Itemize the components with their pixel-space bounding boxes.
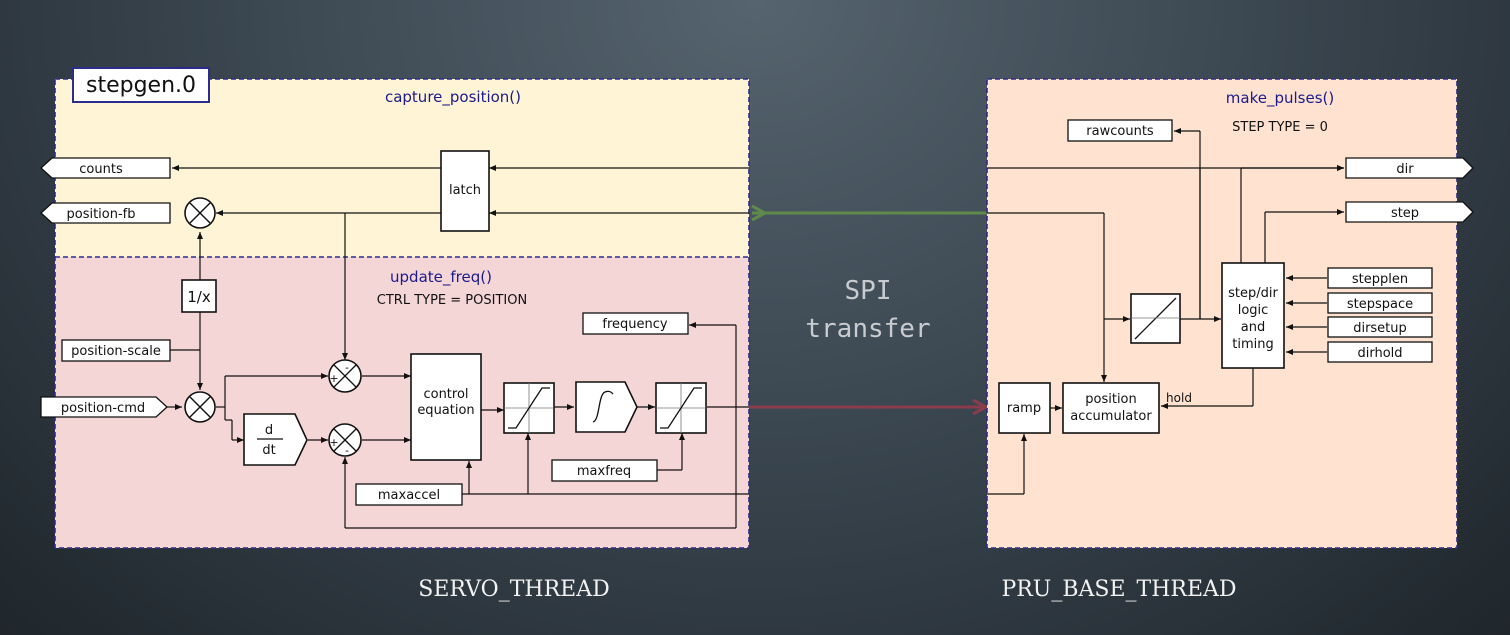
inverse-block bbox=[181, 279, 217, 313]
control-label-2: equation bbox=[417, 403, 474, 418]
quantizer-icon bbox=[1130, 293, 1181, 344]
logic-label-1: step/dir bbox=[1228, 286, 1278, 301]
latch-label: latch bbox=[449, 183, 481, 198]
pin-position-fb: position-fb bbox=[40, 202, 171, 224]
pin-maxfreq bbox=[551, 459, 658, 482]
update-func-label: update_freq() bbox=[390, 268, 492, 287]
stepgen-title-box bbox=[72, 67, 210, 103]
pin-rawcounts-label: rawcounts bbox=[1086, 124, 1154, 139]
limiter-freq-icon bbox=[655, 382, 707, 434]
pin-counts: counts bbox=[40, 157, 171, 179]
control-equation-block bbox=[410, 353, 482, 461]
pin-position-fb-label: position-fb bbox=[66, 207, 135, 222]
pin-frequency-label: frequency bbox=[602, 317, 668, 332]
pin-maxfreq-label: maxfreq bbox=[577, 464, 631, 479]
latch-block bbox=[440, 150, 490, 232]
pin-frequency bbox=[582, 312, 689, 335]
pin-maxaccel bbox=[355, 483, 463, 506]
pin-position-cmd-label: position-cmd bbox=[61, 401, 145, 416]
servo-frame bbox=[54, 78, 750, 549]
pin-position-scale-label: position-scale bbox=[71, 344, 161, 359]
accumulator-label-2: accumulator bbox=[1070, 409, 1152, 424]
stepgen-title: stepgen.0 bbox=[86, 73, 196, 98]
spi-label-2: transfer bbox=[805, 314, 930, 344]
pin-step: step bbox=[1345, 201, 1474, 223]
pin-dir: dir bbox=[1345, 157, 1474, 179]
summer-velocity-icon: + - bbox=[328, 423, 362, 457]
pru-thread-label: PRU_BASE_THREAD bbox=[1001, 577, 1236, 602]
limiter-accel-icon bbox=[503, 382, 555, 434]
svg-text:+: + bbox=[329, 436, 338, 449]
pru-wires bbox=[987, 128, 1344, 495]
pin-rawcounts bbox=[1067, 119, 1173, 142]
svg-text:-: - bbox=[345, 361, 349, 374]
derivative-den: dt bbox=[262, 443, 275, 458]
derivative-num: d bbox=[265, 423, 273, 438]
svg-text:+: + bbox=[329, 372, 338, 385]
pin-dirhold-label: dirhold bbox=[1357, 346, 1402, 361]
logic-label-4: timing bbox=[1232, 337, 1273, 352]
pin-steplen-label: stepplen bbox=[1352, 272, 1408, 287]
ramp-label: ramp bbox=[1007, 401, 1041, 416]
pin-stepspace-label: stepspace bbox=[1347, 297, 1413, 312]
multiplier-fb-icon bbox=[184, 197, 216, 229]
spi-label-1: SPI bbox=[845, 276, 892, 306]
capture-func-label: capture_position() bbox=[385, 88, 521, 107]
step-dir-logic-block bbox=[1221, 262, 1285, 369]
pin-dir-label: dir bbox=[1396, 162, 1414, 177]
hold-label: hold bbox=[1166, 391, 1192, 405]
svg-text:-: - bbox=[345, 444, 349, 457]
pin-step-label: step bbox=[1391, 206, 1419, 221]
pin-counts-label: counts bbox=[79, 162, 123, 177]
accumulator-label-1: position bbox=[1085, 392, 1137, 407]
servo-wires bbox=[166, 165, 749, 529]
logic-label-2: logic bbox=[1238, 303, 1269, 318]
servo-thread-label: SERVO_THREAD bbox=[418, 577, 609, 602]
step-type-label: STEP TYPE = 0 bbox=[1232, 120, 1328, 135]
pin-dirsetup bbox=[1327, 316, 1433, 338]
summer-position-icon: + - bbox=[328, 359, 362, 393]
pin-stepspace bbox=[1327, 292, 1433, 314]
pin-position-scale bbox=[61, 339, 171, 362]
pin-dirsetup-label: dirsetup bbox=[1353, 321, 1407, 336]
integrator-icon bbox=[575, 381, 638, 433]
pin-dirhold bbox=[1327, 341, 1433, 363]
inverse-label: 1/x bbox=[187, 288, 211, 306]
ramp-block bbox=[998, 382, 1051, 434]
logic-label-3: and bbox=[1241, 320, 1265, 335]
position-accumulator-block bbox=[1062, 382, 1160, 434]
ctrl-type-label: CTRL TYPE = POSITION bbox=[377, 293, 527, 308]
pin-steplen bbox=[1327, 267, 1433, 289]
derivative-block: d dt bbox=[243, 413, 308, 466]
multiplier-cmd-icon bbox=[184, 391, 216, 423]
pin-maxaccel-label: maxaccel bbox=[378, 488, 440, 503]
pin-position-cmd: position-cmd bbox=[40, 396, 168, 418]
control-label-1: control bbox=[423, 387, 468, 402]
pru-func-label: make_pulses() bbox=[1226, 89, 1334, 108]
